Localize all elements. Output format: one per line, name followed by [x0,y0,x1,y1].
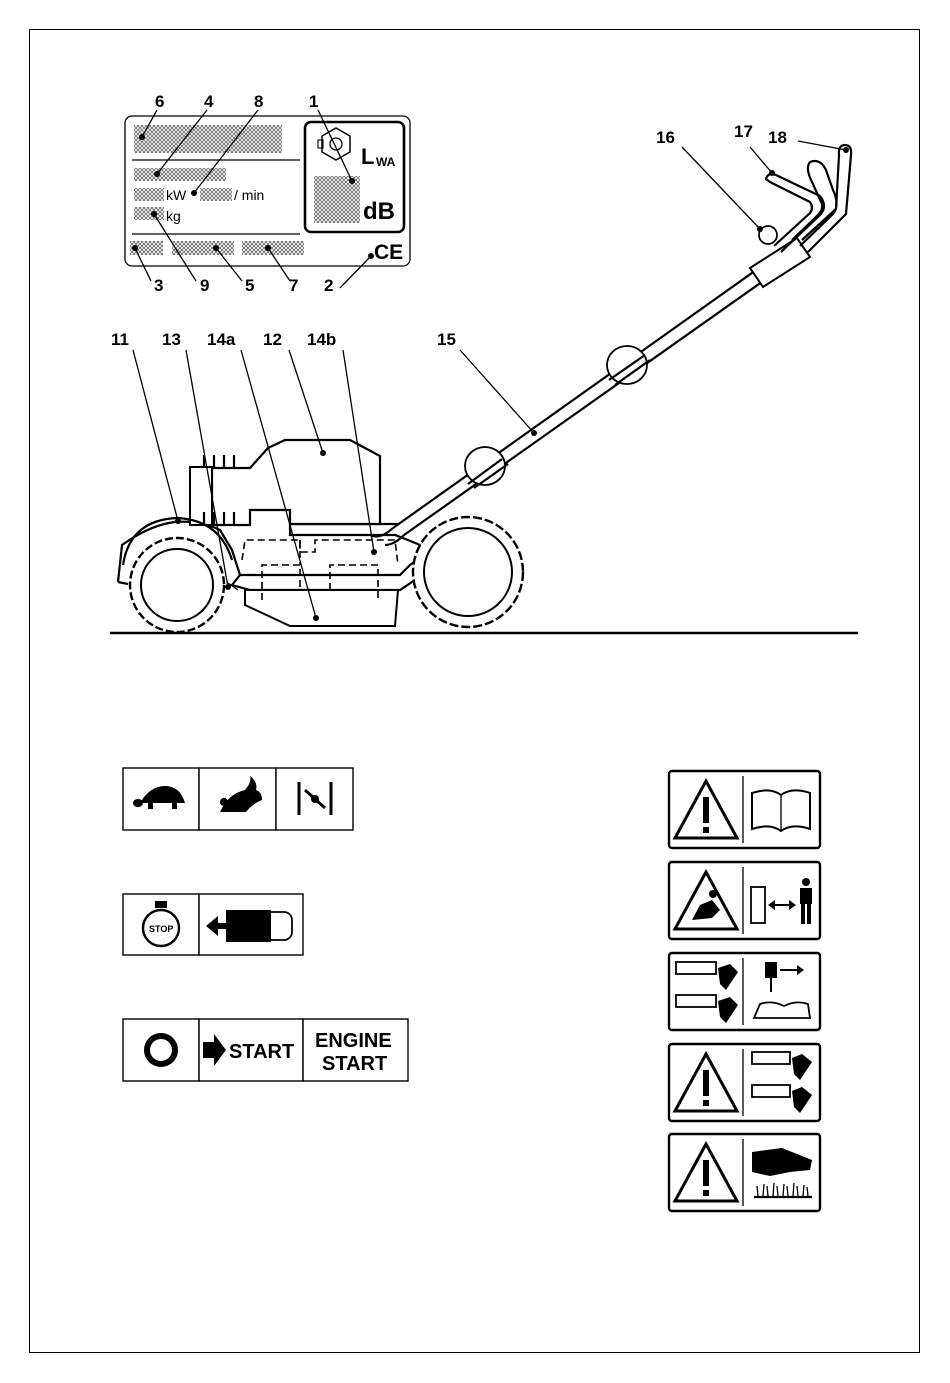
model-name-field [134,125,282,153]
machine-outline-icon [751,887,765,923]
callout-7: 7 [289,276,298,295]
rpm-unit: / min [234,187,264,203]
weight-field [134,207,164,220]
kw-unit: kW [166,187,187,203]
callout-13: 13 [162,330,181,349]
callout-16: 16 [656,128,675,147]
start-symbols: START ENGINE START [123,1019,408,1081]
warning-blade-check [669,1044,820,1121]
callout-18: 18 [768,128,787,147]
callout-15: 15 [437,330,456,349]
warning-read-manual [669,771,820,848]
warning-disconnect-plug [669,953,820,1030]
callout-14a: 14a [207,330,236,349]
warning-keep-distance [669,862,820,939]
engine-start-line2: START [322,1053,387,1075]
lwa-label: L [361,144,374,169]
callout-11: 11 [111,330,129,349]
db-unit: dB [363,198,395,225]
callout-3: 3 [154,276,163,295]
callout-14b: 14b [307,330,336,349]
book-icon [752,790,810,831]
svg-text:STOP: STOP [149,924,173,934]
rear-wheel [413,517,523,627]
rating-plate: kW / min kg L WA dB CE [125,116,410,266]
ce-mark: CE [374,241,403,264]
warning-labels [669,771,820,1211]
power-field [134,188,164,201]
callout-8: 8 [254,92,263,111]
callout-2: 2 [324,276,333,295]
stop-symbols: STOP [123,894,303,955]
callout-6: 6 [155,92,164,111]
blade-cover [245,590,398,626]
callout-12: 12 [263,330,282,349]
callout-5: 5 [245,276,254,295]
mower-body [118,440,523,632]
callout-17: 17 [734,122,753,141]
lwa-subscript: WA [376,155,396,169]
start-label: START [229,1041,294,1063]
callout-4: 4 [204,92,214,111]
callout-1: 1 [309,92,318,111]
speed-symbols [123,768,353,830]
code-field-7 [242,241,304,255]
kg-unit: kg [166,208,181,224]
rpm-field [200,188,232,201]
engine-start-line1: ENGINE [315,1030,392,1052]
warning-blade-cut [669,1134,820,1211]
engine [190,440,380,525]
control-bar-18 [792,161,837,246]
code-field-9 [172,241,234,255]
callout-9: 9 [200,276,209,295]
